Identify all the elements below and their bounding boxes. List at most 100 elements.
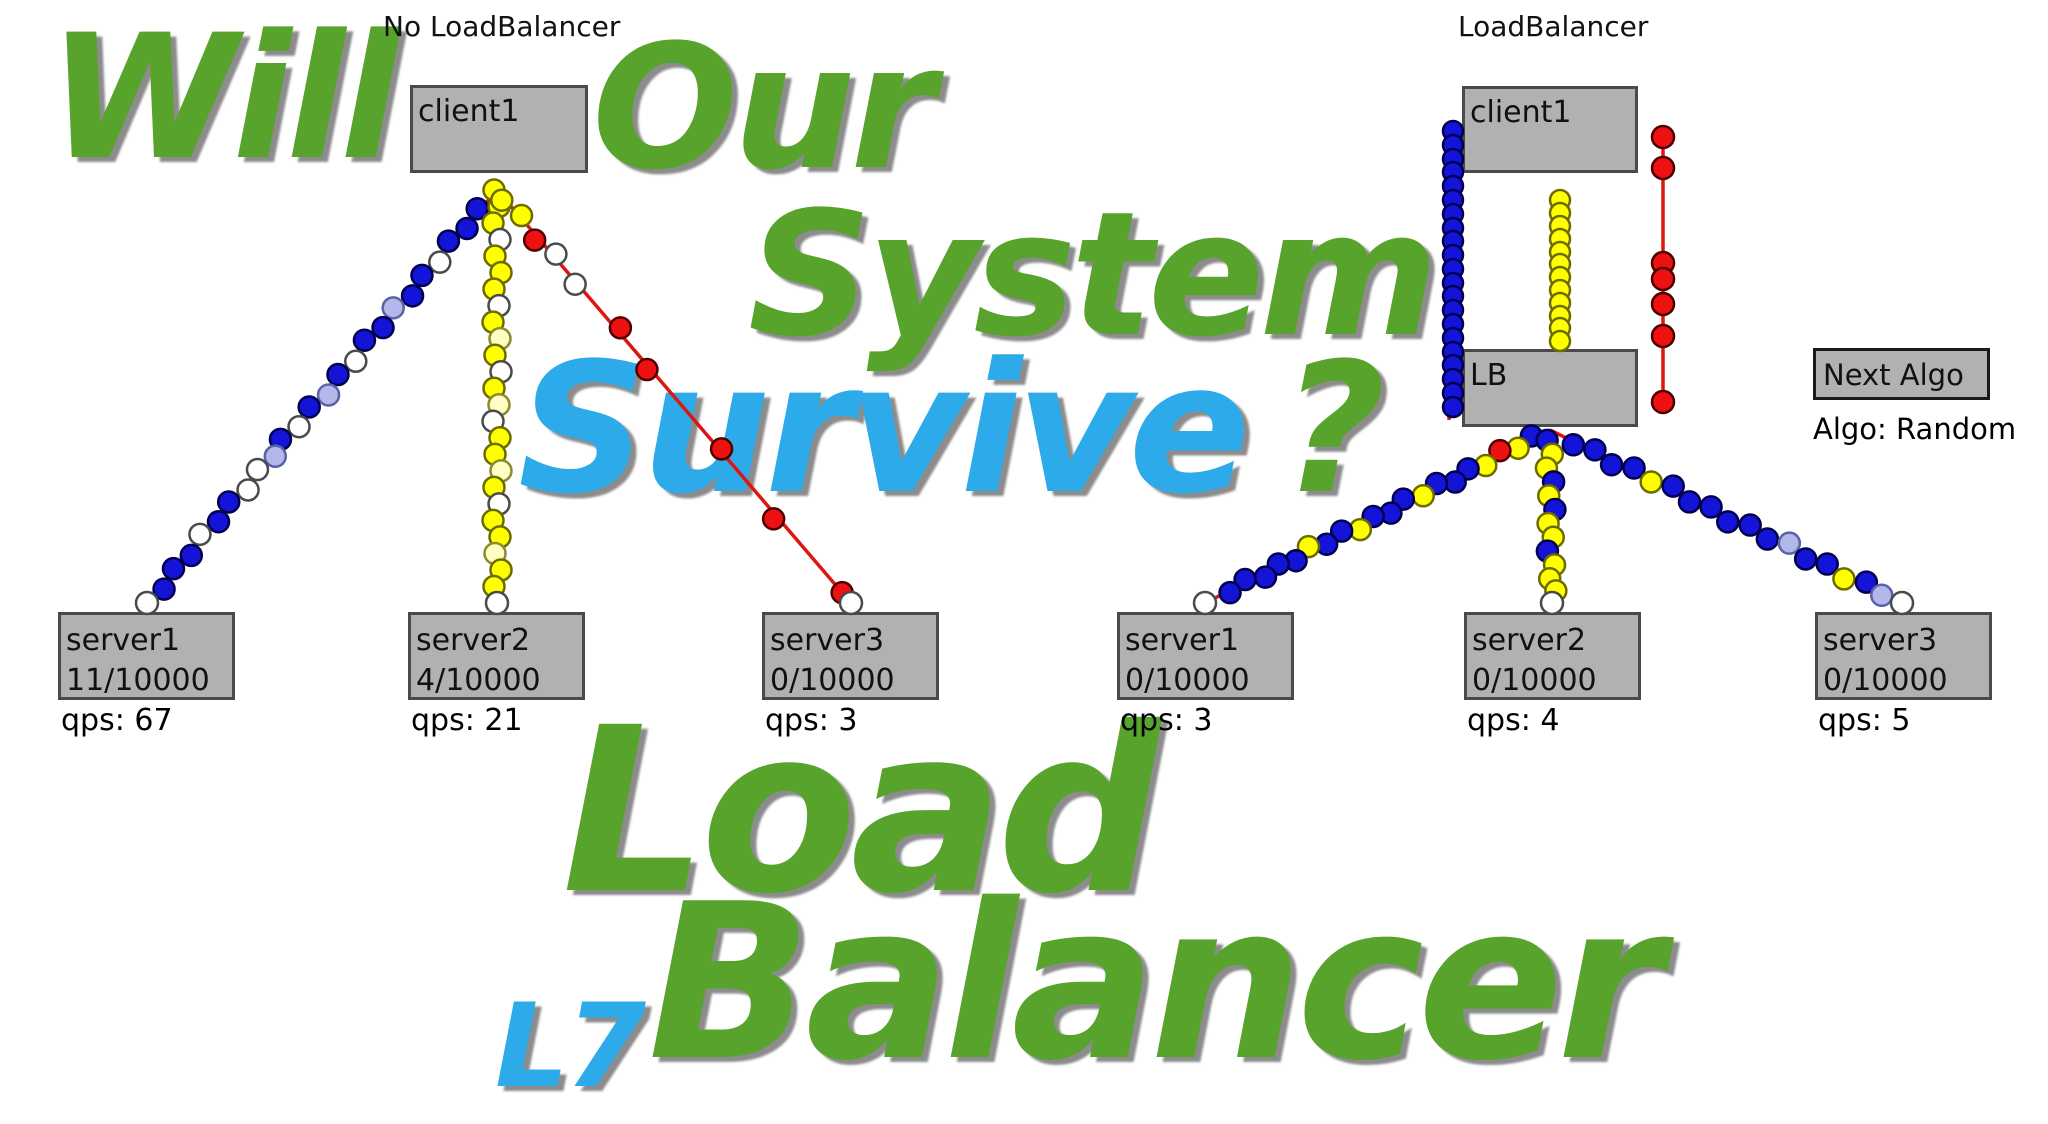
request-dot bbox=[1599, 452, 1624, 477]
request-dot bbox=[206, 509, 231, 534]
request-dot bbox=[1548, 227, 1572, 251]
request-dot bbox=[455, 216, 479, 241]
server-box: server2 0/10000 bbox=[1464, 612, 1641, 700]
request-dot bbox=[1548, 278, 1572, 302]
request-dot bbox=[1441, 271, 1465, 295]
request-dot bbox=[488, 227, 512, 252]
request-dot bbox=[1548, 316, 1572, 340]
request-dot bbox=[1639, 470, 1663, 494]
headline-survive: Survive bbox=[518, 325, 1251, 534]
server-name: server2 bbox=[1472, 623, 1587, 658]
headline-our: Our bbox=[592, 7, 935, 208]
request-dot bbox=[1441, 340, 1465, 364]
request-dot bbox=[1441, 202, 1465, 226]
request-dot bbox=[179, 543, 204, 568]
headline-system: System bbox=[748, 174, 1439, 375]
request-dot bbox=[482, 376, 506, 400]
request-dot bbox=[1650, 124, 1676, 150]
request-dot bbox=[544, 242, 568, 266]
request-dot bbox=[489, 359, 513, 384]
right-server2-group: server2 0/10000 qps: 4 bbox=[1464, 612, 1641, 741]
server-qps: qps: 21 bbox=[411, 703, 523, 738]
request-dot bbox=[1441, 229, 1465, 253]
server-capacity: 4/10000 bbox=[416, 662, 541, 698]
request-dot bbox=[216, 490, 241, 514]
request-dot bbox=[1192, 590, 1218, 616]
request-dot bbox=[483, 343, 507, 367]
request-dot bbox=[1650, 155, 1676, 181]
headline-balancer: Balancer bbox=[648, 857, 1663, 1108]
left-server2-group: server2 4/10000 qps: 21 bbox=[408, 612, 585, 741]
request-dot bbox=[1650, 389, 1676, 415]
next-algo-button[interactable]: Next Algo bbox=[1813, 348, 1990, 400]
request-dot bbox=[1441, 381, 1465, 405]
request-dot bbox=[1832, 567, 1856, 591]
request-dot bbox=[188, 522, 212, 547]
request-dot bbox=[830, 580, 854, 605]
left-server1-group: server1 11/10000 qps: 67 bbox=[58, 612, 235, 741]
request-dot bbox=[1284, 548, 1308, 573]
request-dot bbox=[1541, 470, 1566, 494]
request-dot bbox=[410, 263, 434, 288]
connection-line bbox=[145, 188, 499, 605]
request-dot bbox=[487, 194, 511, 219]
request-dot bbox=[488, 426, 512, 450]
request-dot bbox=[1519, 424, 1544, 448]
request-dot bbox=[316, 383, 341, 407]
server-name: server2 bbox=[416, 623, 531, 658]
right-server1-group: server1 0/10000 qps: 3 bbox=[1117, 612, 1294, 741]
request-dot bbox=[245, 457, 270, 482]
request-dot bbox=[1777, 531, 1802, 555]
request-dot bbox=[1441, 174, 1465, 198]
request-dot bbox=[1411, 484, 1435, 508]
request-dot bbox=[1534, 456, 1559, 480]
request-dot bbox=[344, 349, 368, 374]
request-dot bbox=[522, 228, 547, 252]
request-dot bbox=[352, 328, 377, 352]
request-dot bbox=[381, 296, 405, 320]
request-dot bbox=[1815, 552, 1839, 576]
server-qps: qps: 5 bbox=[1818, 703, 1911, 738]
request-dot bbox=[1441, 160, 1465, 184]
server-qps: qps: 3 bbox=[1120, 703, 1213, 738]
server-name: server3 bbox=[1823, 623, 1938, 658]
server-qps: qps: 67 bbox=[61, 703, 173, 738]
left-server3-group: server3 0/10000 qps: 3 bbox=[762, 612, 939, 741]
headline-l7: L7 bbox=[495, 979, 646, 1114]
right-server3-group: server3 0/10000 qps: 5 bbox=[1815, 612, 1992, 741]
request-dot bbox=[1622, 456, 1646, 480]
request-dot bbox=[1793, 547, 1818, 571]
request-dot bbox=[436, 229, 461, 253]
request-dot bbox=[482, 178, 506, 202]
request-dot bbox=[1544, 579, 1568, 603]
request-dot bbox=[1441, 284, 1465, 308]
server-box: server1 0/10000 bbox=[1117, 612, 1294, 700]
request-dot bbox=[481, 409, 505, 434]
left-diagram-title: No LoadBalancer bbox=[383, 10, 621, 43]
server-name: server3 bbox=[770, 623, 885, 658]
request-dot bbox=[1543, 497, 1567, 522]
request-dot bbox=[487, 393, 511, 417]
server-box: server2 4/10000 bbox=[408, 612, 585, 700]
request-dot bbox=[1650, 250, 1676, 276]
request-dot bbox=[490, 188, 514, 212]
algo-status-label: Algo: Random bbox=[1813, 412, 2017, 446]
request-dot bbox=[487, 492, 511, 516]
request-dot bbox=[1253, 565, 1278, 589]
request-dot bbox=[297, 395, 321, 419]
request-dot bbox=[1506, 436, 1530, 460]
server-capacity: 0/10000 bbox=[1472, 662, 1597, 698]
server-name: server1 bbox=[66, 623, 181, 658]
request-dot bbox=[487, 293, 511, 318]
request-dot bbox=[1716, 510, 1740, 534]
request-dot bbox=[1488, 438, 1512, 463]
request-dot bbox=[1441, 119, 1465, 143]
request-dot bbox=[1537, 567, 1562, 591]
lb-label: LB bbox=[1470, 358, 1508, 393]
request-dot bbox=[481, 211, 505, 235]
request-dot bbox=[1314, 532, 1339, 556]
headline-load: Load bbox=[562, 678, 1160, 944]
request-dot bbox=[484, 590, 510, 616]
request-dot bbox=[1441, 298, 1465, 322]
